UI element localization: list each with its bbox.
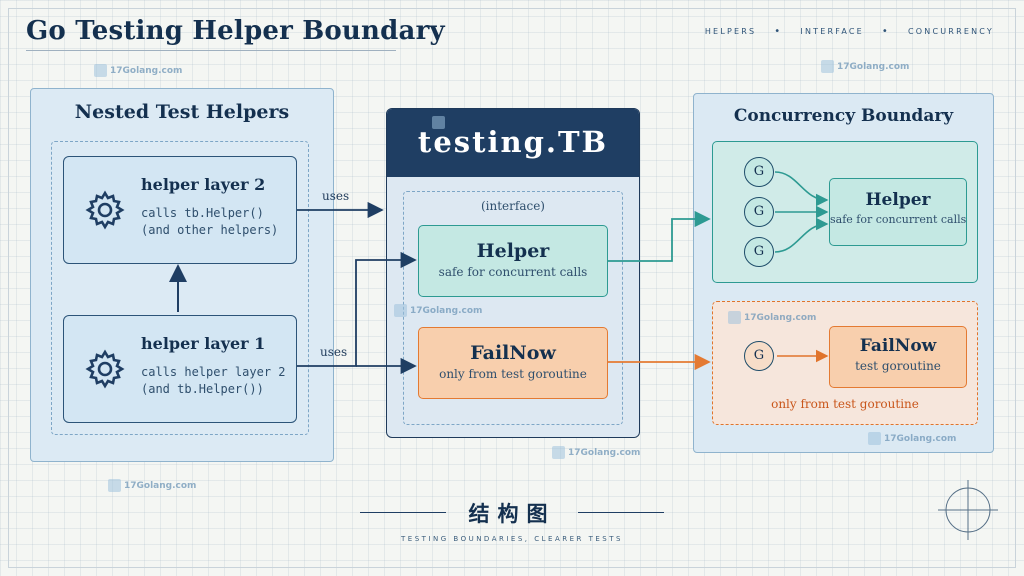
crosshair-icon: [938, 480, 998, 540]
uses-arrow-to-helper: [297, 251, 417, 367]
watermark: 17Golang.com: [94, 64, 182, 77]
tb-failnow-subtitle: only from test goroutine: [439, 367, 587, 381]
watermark: 17Golang.com: [552, 446, 640, 459]
test-goroutine-group: G FailNow test goroutine only from test …: [712, 301, 978, 425]
header-tags: HELPERS • INTERFACE • CONCURRENCY: [705, 26, 994, 37]
watermark-logo-icon: [108, 479, 121, 492]
test-goroutine-note: only from test goroutine: [771, 397, 919, 411]
footer-subtitle: TESTING BOUNDARIES, CLEARER TESTS: [401, 535, 623, 543]
watermark-logo-icon: [94, 64, 107, 77]
nested-helpers-dashed-area: [51, 141, 309, 435]
goroutine-node: G: [744, 157, 774, 187]
watermark-logo-icon: [552, 446, 565, 459]
test-goroutine-failnow-box: FailNow test goroutine: [829, 326, 967, 388]
concurrent-helper-title: Helper: [865, 190, 931, 210]
gear-icon: [85, 349, 125, 389]
helper-layer-2-desc: calls tb.Helper() (and other helpers): [141, 206, 279, 237]
tb-failnow-title: FailNow: [470, 342, 556, 364]
helper-layer-1-desc: calls helper layer 2 (and tb.Helper()): [141, 365, 286, 396]
watermark-logo-icon: [868, 432, 881, 445]
tb-helper-title: Helper: [476, 240, 550, 262]
footer-title: 结构图: [468, 502, 556, 526]
tag-interface: INTERFACE: [800, 27, 864, 36]
concurrent-helper-group: G G G Helper safe for concurrent calls: [712, 141, 978, 283]
concurrency-boundary-title: Concurrency Boundary: [733, 106, 954, 126]
tag-separator: •: [774, 26, 783, 37]
nested-helpers-title: Nested Test Helpers: [74, 101, 290, 123]
test-goroutine-failnow-title: FailNow: [859, 336, 937, 356]
footer-rule-right: [578, 512, 664, 513]
helper-layer-2-title: helper layer 2: [141, 175, 266, 194]
tb-helper-method: Helper safe for concurrent calls: [418, 225, 608, 297]
helper-layer-2-card: helper layer 2 calls tb.Helper() (and ot…: [63, 156, 297, 264]
testing-tb-title: testing.TB: [417, 125, 609, 159]
watermark-logo-icon: [432, 116, 445, 129]
watermark-logo-icon: [728, 311, 741, 324]
goroutine-node: G: [744, 197, 774, 227]
watermark-logo-icon: [394, 304, 407, 317]
uses-label-bottom: uses: [320, 345, 348, 359]
watermark: 17Golang.com: [868, 432, 956, 445]
tag-concurrency: CONCURRENCY: [908, 27, 994, 36]
tag-separator: •: [881, 26, 890, 37]
test-goroutine-failnow-subtitle: test goroutine: [855, 359, 941, 373]
page-title: Go Testing Helper Boundary: [26, 16, 445, 46]
goroutine-arrow: [777, 349, 829, 363]
title-underline: [26, 50, 396, 51]
tag-helpers: HELPERS: [704, 27, 757, 36]
helper-to-concurrency-arrow: [608, 210, 711, 262]
nested-helpers-panel: Nested Test Helpers helper layer 2 calls…: [30, 88, 334, 462]
watermark: 17Golang.com: [108, 479, 196, 492]
helper-layer-1-card: helper layer 1 calls helper layer 2 (and…: [63, 315, 297, 423]
concurrency-boundary-panel: Concurrency Boundary G G G Helper safe f…: [693, 93, 994, 453]
gear-icon: [85, 190, 125, 230]
helper-layer-1-title: helper layer 1: [141, 334, 266, 353]
interface-label: (interface): [480, 199, 545, 213]
concurrent-helper-box: Helper safe for concurrent calls: [829, 178, 967, 246]
watermark: 17Golang.com: [728, 311, 816, 324]
testing-tb-panel: testing.TB (interface) Helper safe for c…: [386, 108, 640, 438]
goroutine-node: G: [744, 341, 774, 371]
concurrent-helper-subtitle: safe for concurrent calls: [830, 213, 967, 226]
footer-rule-left: [360, 512, 446, 513]
watermark: [432, 116, 445, 129]
tb-failnow-method: FailNow only from test goroutine: [418, 327, 608, 399]
watermark: 17Golang.com: [821, 60, 909, 73]
watermark: 17Golang.com: [394, 304, 482, 317]
testing-tb-header: [387, 109, 639, 177]
tb-helper-subtitle: safe for concurrent calls: [438, 265, 588, 279]
goroutine-arrows: [774, 171, 829, 253]
goroutine-node: G: [744, 237, 774, 267]
uses-label-top: uses: [322, 189, 350, 203]
watermark-logo-icon: [821, 60, 834, 73]
